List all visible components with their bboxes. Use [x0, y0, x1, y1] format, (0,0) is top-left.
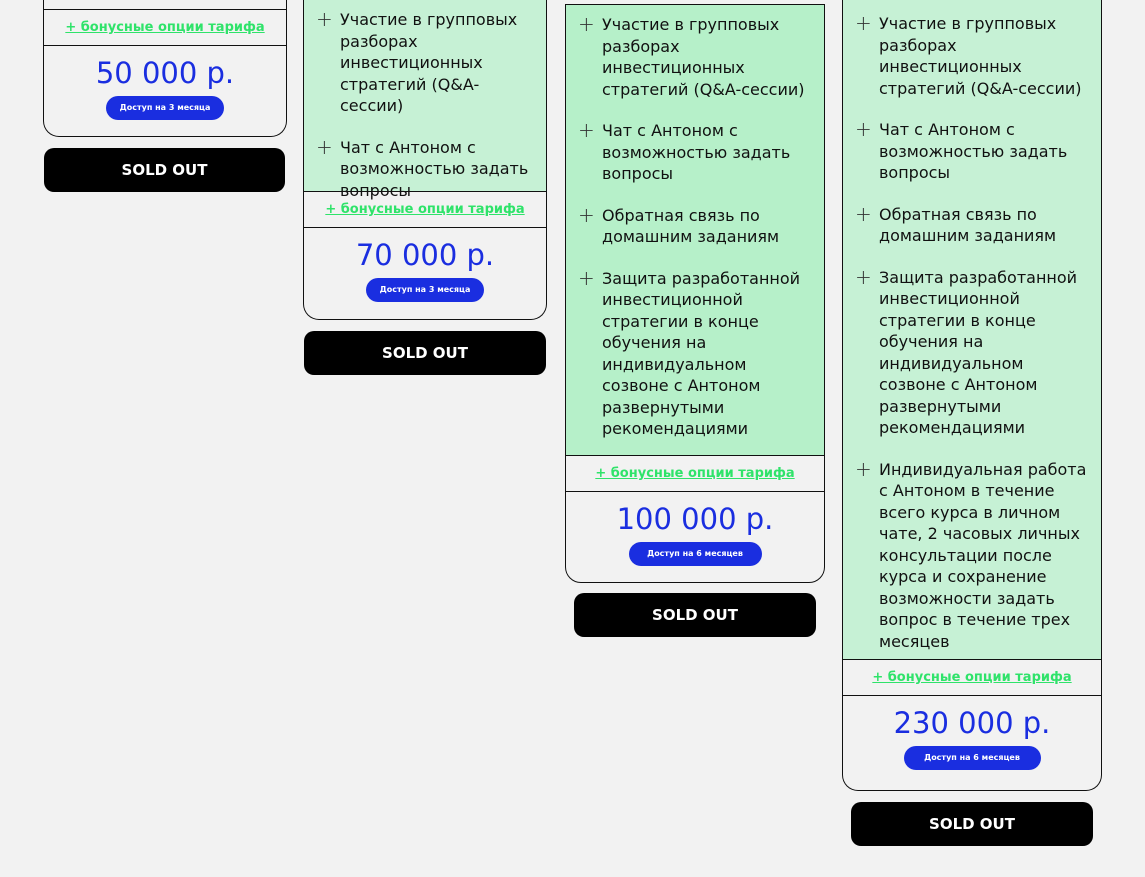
feature-item: +Защита разработанной инвестиционной стр… — [578, 265, 801, 438]
feature-item: +Обратная связь по домашним заданиям — [578, 202, 780, 246]
feature-item: +Чат с Антоном с возможностью задать воп… — [855, 117, 1068, 182]
plus-icon: + — [316, 134, 333, 159]
feature-item: +Участие в групповых разборах инвестицио… — [316, 7, 518, 115]
plan-price: 100 000 р. — [616, 502, 774, 536]
feature-item: +Чат с Антоном с возможностью задать воп… — [316, 134, 529, 200]
plan-price: 230 000 р. — [893, 706, 1051, 740]
sold-out-button[interactable]: SOLD OUT — [574, 593, 816, 637]
bonus-options-link[interactable]: + бонусные опции тарифа — [304, 192, 546, 228]
plus-icon: + — [578, 12, 595, 36]
access-badge: Доступ на 6 месяцев — [903, 746, 1041, 770]
plan-price: 50 000 р. — [95, 56, 235, 90]
sold-out-button[interactable]: SOLD OUT — [851, 802, 1093, 846]
feature-list: +Участие в групповых разборах инвестицио… — [304, 0, 546, 200]
access-badge: Доступ на 3 месяца — [106, 96, 224, 120]
feature-list: +Участие в групповых разборах инвестицио… — [566, 5, 824, 456]
access-badge: Доступ на 6 месяцев — [628, 542, 762, 566]
plus-icon: + — [578, 202, 595, 227]
plus-icon: + — [578, 265, 595, 290]
feature-item: +Участие в групповых разборах инвестицио… — [855, 11, 1082, 98]
feature-item: +Участие в групповых разборах инвестицио… — [578, 12, 805, 99]
feature-item: +Защита разработанной инвестиционной стр… — [855, 264, 1078, 437]
plan-card-body: +Участие в групповых разборах инвестицио… — [303, 0, 547, 320]
feature-list: +Участие в групповых разборах инвестицио… — [843, 0, 1101, 660]
sold-out-button[interactable]: SOLD OUT — [44, 148, 285, 192]
plus-icon: + — [578, 118, 595, 142]
plan-price: 70 000 р. — [355, 238, 495, 272]
plus-icon: + — [855, 11, 872, 35]
plus-icon: + — [855, 456, 872, 481]
plus-icon: + — [855, 201, 872, 226]
bonus-options-link[interactable]: + бонусные опции тарифа — [566, 456, 824, 492]
plan-card-body: +Участие в групповых разборах инвестицио… — [842, 0, 1102, 791]
feature-item: +Индивидуальная работа с Антоном в течен… — [855, 456, 1087, 651]
feature-item: +Обратная связь по домашним заданиям — [855, 201, 1057, 245]
feature-item: +Чат с Антоном с возможностью задать воп… — [578, 118, 791, 183]
plus-icon: + — [316, 7, 333, 31]
bonus-options-link[interactable]: + бонусные опции тарифа — [843, 660, 1101, 696]
access-badge: Доступ на 3 месяца — [366, 278, 484, 302]
plus-icon: + — [855, 264, 872, 289]
plus-icon: + — [855, 117, 872, 141]
plan-card-body: +Участие в групповых разборах инвестицио… — [565, 4, 825, 583]
bonus-options-link[interactable]: + бонусные опции тарифа — [44, 10, 286, 46]
sold-out-button[interactable]: SOLD OUT — [304, 331, 546, 375]
plan-card-body: + бонусные опции тарифа 50 000 р. Доступ… — [43, 0, 287, 137]
